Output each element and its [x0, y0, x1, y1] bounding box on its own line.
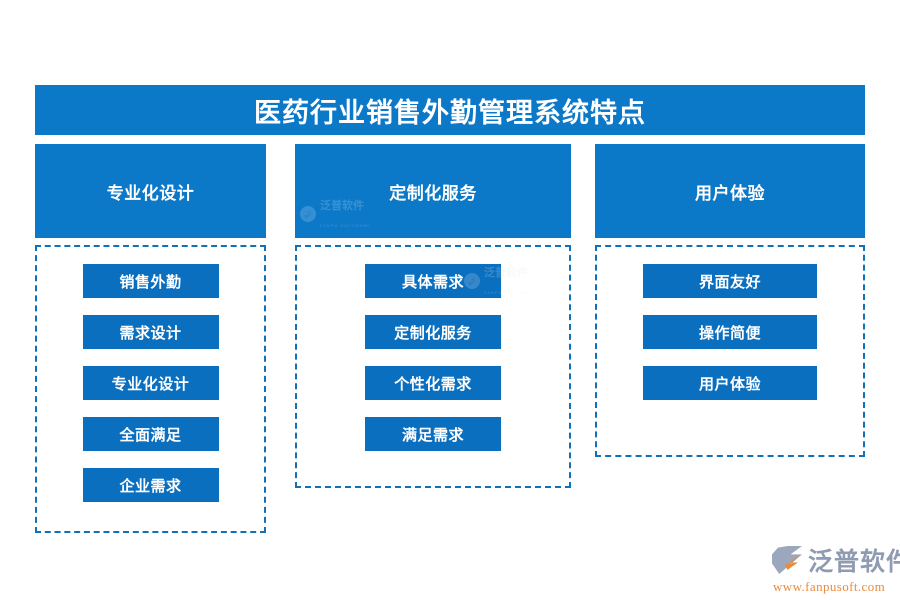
- list-item[interactable]: 个性化需求: [365, 366, 501, 400]
- list-item[interactable]: 专业化设计: [82, 366, 219, 400]
- diagram-title-banner: 医药行业销售外勤管理系统特点: [35, 85, 865, 135]
- list-item[interactable]: 界面友好: [643, 264, 817, 298]
- page-title: 医药行业销售外勤管理系统特点: [254, 97, 646, 128]
- list-item[interactable]: 全面满足: [82, 417, 219, 451]
- column-body-1: 销售外勤 需求设计 专业化设计 全面满足 企业需求: [35, 245, 266, 533]
- logo-swoosh-shape: [772, 546, 802, 574]
- column-header-1: 专业化设计: [35, 144, 266, 238]
- column-header-label-1: 专业化设计: [106, 183, 195, 203]
- brand-url: www.fanpusoft.com: [773, 579, 886, 594]
- column-body-2: 具体需求 定制化服务 个性化需求 满足需求: [295, 245, 571, 488]
- column-user-experience: 用户体验 界面友好 操作简便 用户体验: [595, 144, 865, 457]
- column-header-label-2: 定制化服务: [389, 183, 477, 203]
- list-item[interactable]: 需求设计: [82, 315, 219, 349]
- column-custom-service: 定制化服务 具体需求 定制化服务 个性化需求 满足需求: [295, 144, 571, 488]
- list-item[interactable]: 企业需求: [82, 468, 219, 502]
- column-header-2: 定制化服务: [295, 144, 571, 238]
- list-item[interactable]: 具体需求: [365, 264, 501, 298]
- column-professional-design: 专业化设计 销售外勤 需求设计 专业化设计 全面满足 企业需求: [35, 144, 266, 533]
- column-header-label-3: 用户体验: [695, 183, 765, 203]
- list-item[interactable]: 定制化服务: [365, 315, 501, 349]
- list-item[interactable]: 满足需求: [365, 417, 501, 451]
- column-body-3: 界面友好 操作简便 用户体验: [595, 245, 865, 457]
- column-header-3: 用户体验: [595, 144, 865, 238]
- brand-logo: 泛普软件 www.fanpusoft.com: [772, 542, 900, 595]
- fanpu-logo-icon: [772, 545, 804, 575]
- list-item[interactable]: 销售外勤: [82, 264, 219, 298]
- brand-logo-row: 泛普软件: [772, 542, 900, 578]
- list-item[interactable]: 操作简便: [643, 315, 817, 349]
- list-item[interactable]: 用户体验: [643, 366, 817, 400]
- brand-name: 泛普软件: [808, 548, 900, 576]
